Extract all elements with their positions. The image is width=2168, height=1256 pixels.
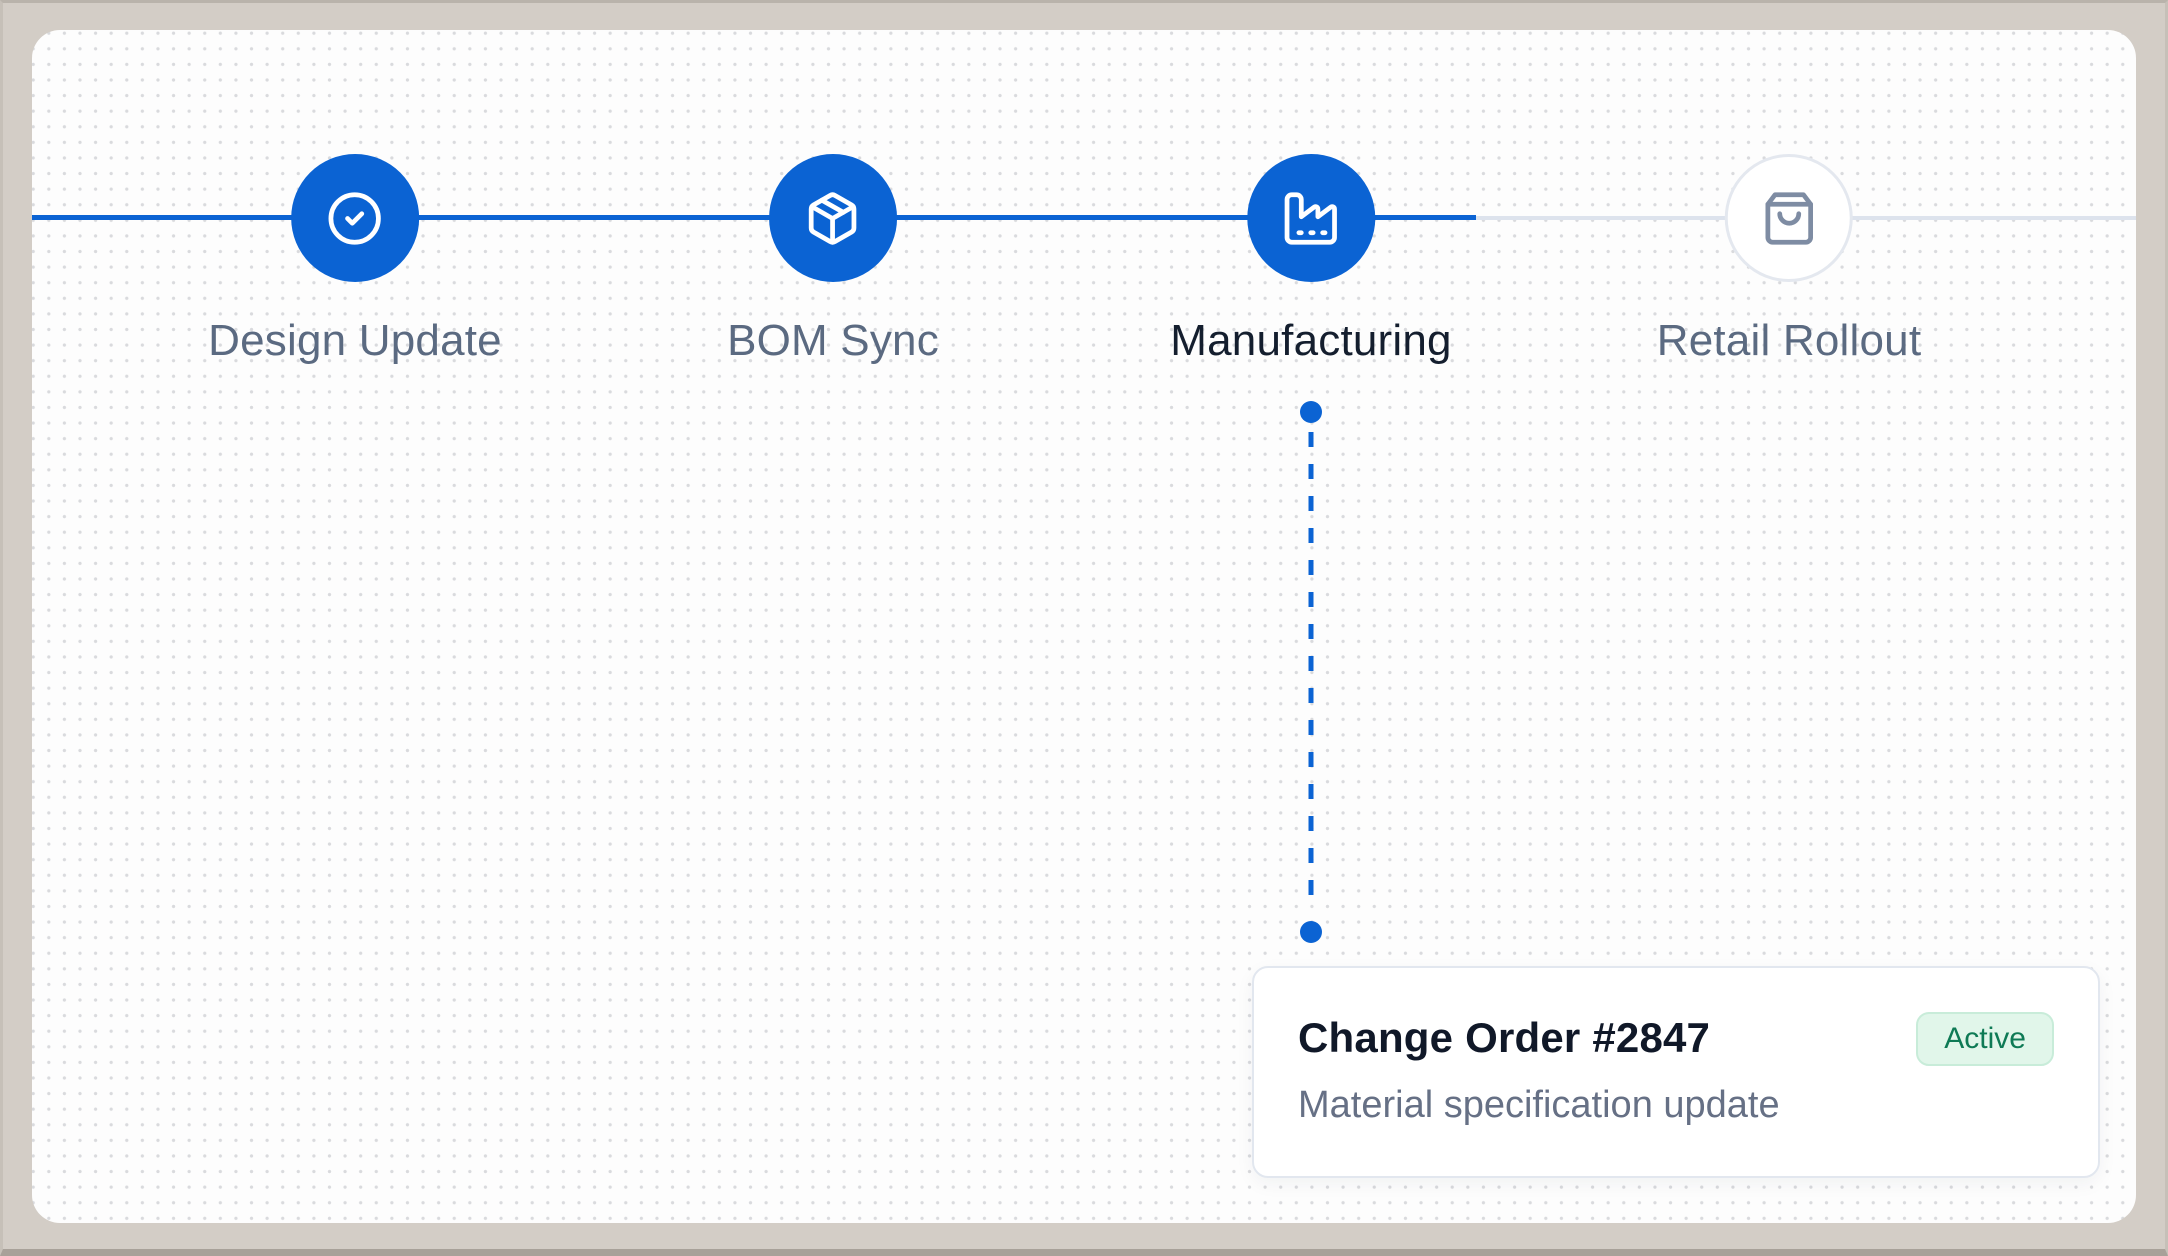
package-icon [805,190,862,247]
progress-line-completed [32,215,1476,220]
change-order-subtitle: Material specification update [1298,1084,1780,1126]
stage-bom-sync: BOM Sync [727,154,939,366]
change-order-card[interactable]: Change Order #2847 Material specificatio… [1252,966,2100,1178]
stage-label-manufacturing: Manufacturing [1170,316,1452,365]
workflow-canvas: Design Update BOM Sync [32,30,2136,1223]
connector-dashed-line [1308,432,1314,912]
status-badge: Active [1916,1012,2054,1066]
connector-dot-bottom [1300,921,1322,943]
check-circle-icon [326,190,383,247]
stage-retail-rollout: Retail Rollout [1657,154,1921,366]
stage-design-update: Design Update [208,154,502,366]
stage-label-bom-sync: BOM Sync [727,316,939,365]
shopping-bag-icon [1760,190,1817,247]
stage-node-manufacturing[interactable] [1247,154,1375,282]
stage-node-design-update[interactable] [290,154,419,282]
stage-label-retail-rollout: Retail Rollout [1656,316,1922,365]
stage-node-bom-sync[interactable] [769,154,897,282]
stage-node-retail-rollout[interactable] [1724,154,1853,282]
stage-label-design-update: Design Update [208,316,502,365]
connector-dot-top [1300,401,1322,423]
change-order-title: Change Order #2847 [1298,1014,1711,1061]
stage-manufacturing: Manufacturing [1170,154,1452,366]
factory-icon [1283,190,1340,247]
